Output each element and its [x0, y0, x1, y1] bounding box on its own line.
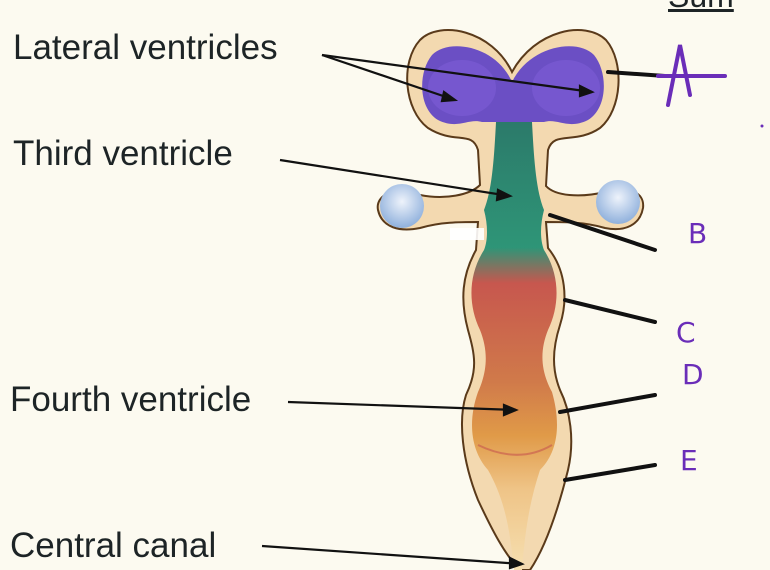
label-fourth-ventricle: Fourth ventricle — [10, 380, 252, 419]
ventricle-cavity — [471, 122, 557, 570]
corner-heading-fragment: Sum — [668, 0, 734, 15]
label-third-ventricle: Third ventricle — [13, 134, 233, 173]
label-central-canal: Central canal — [10, 526, 217, 565]
handwritten-letter-e: E — [680, 444, 698, 477]
handwritten-letter-d: D — [682, 358, 704, 391]
handwritten-letter-c: C — [676, 316, 696, 349]
pointer-lines — [261, 53, 595, 570]
left-optic-bulb — [380, 184, 424, 228]
label-lateral-ventricles: Lateral ventricles — [13, 28, 278, 67]
handwritten-lines — [548, 70, 667, 482]
right-optic-bulb — [596, 180, 640, 224]
handwritten-letter-a — [656, 44, 727, 107]
handwritten-letter-b: B — [688, 217, 707, 250]
